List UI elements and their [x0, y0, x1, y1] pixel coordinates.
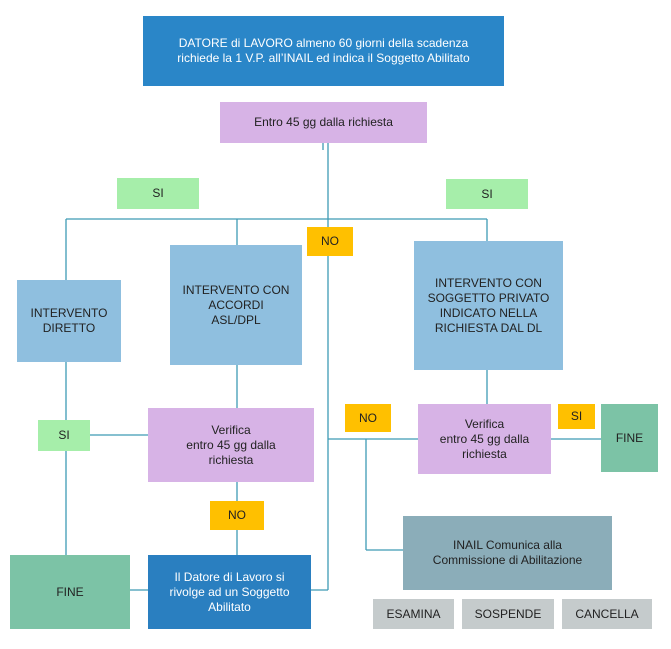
intervento-privato-box: INTERVENTO CON SOGGETTO PRIVATO INDICATO…: [414, 241, 563, 370]
si-right-lower-label: SI: [558, 404, 595, 429]
no-mid-label: NO: [345, 404, 391, 432]
verifica-left-box: Verifica entro 45 gg dalla richiesta: [148, 408, 314, 482]
fine-left-box: FINE: [10, 555, 130, 629]
no-center-label: NO: [307, 227, 353, 256]
start-text: DATORE di LAVORO almeno 60 giorni della …: [177, 36, 470, 65]
fine-right-box: FINE: [601, 404, 658, 472]
inail-box: INAIL Comunica alla Commissione di Abili…: [403, 516, 612, 590]
si-left-label: SI: [117, 178, 199, 209]
si-right-label: SI: [446, 179, 528, 209]
intervento-diretto-box: INTERVENTO DIRETTO: [17, 280, 121, 362]
entro-box: Entro 45 gg dalla richiesta: [220, 102, 427, 143]
sospende-box: SOSPENDE: [462, 599, 554, 629]
datore-rivolge-box: Il Datore di Lavoro si rivolge ad un Sog…: [148, 555, 311, 629]
no-lower-label: NO: [210, 501, 264, 530]
si-left-lower-label: SI: [38, 420, 90, 451]
intervento-asl-box: INTERVENTO CON ACCORDI ASL/DPL: [170, 245, 302, 365]
start-box: DATORE di LAVORO almeno 60 giorni della …: [143, 16, 504, 86]
verifica-right-box: Verifica entro 45 gg dalla richiesta: [418, 404, 551, 474]
cancella-box: CANCELLA: [562, 599, 652, 629]
entro-text: Entro 45 gg dalla richiesta: [254, 115, 393, 129]
esamina-box: ESAMINA: [373, 599, 454, 629]
